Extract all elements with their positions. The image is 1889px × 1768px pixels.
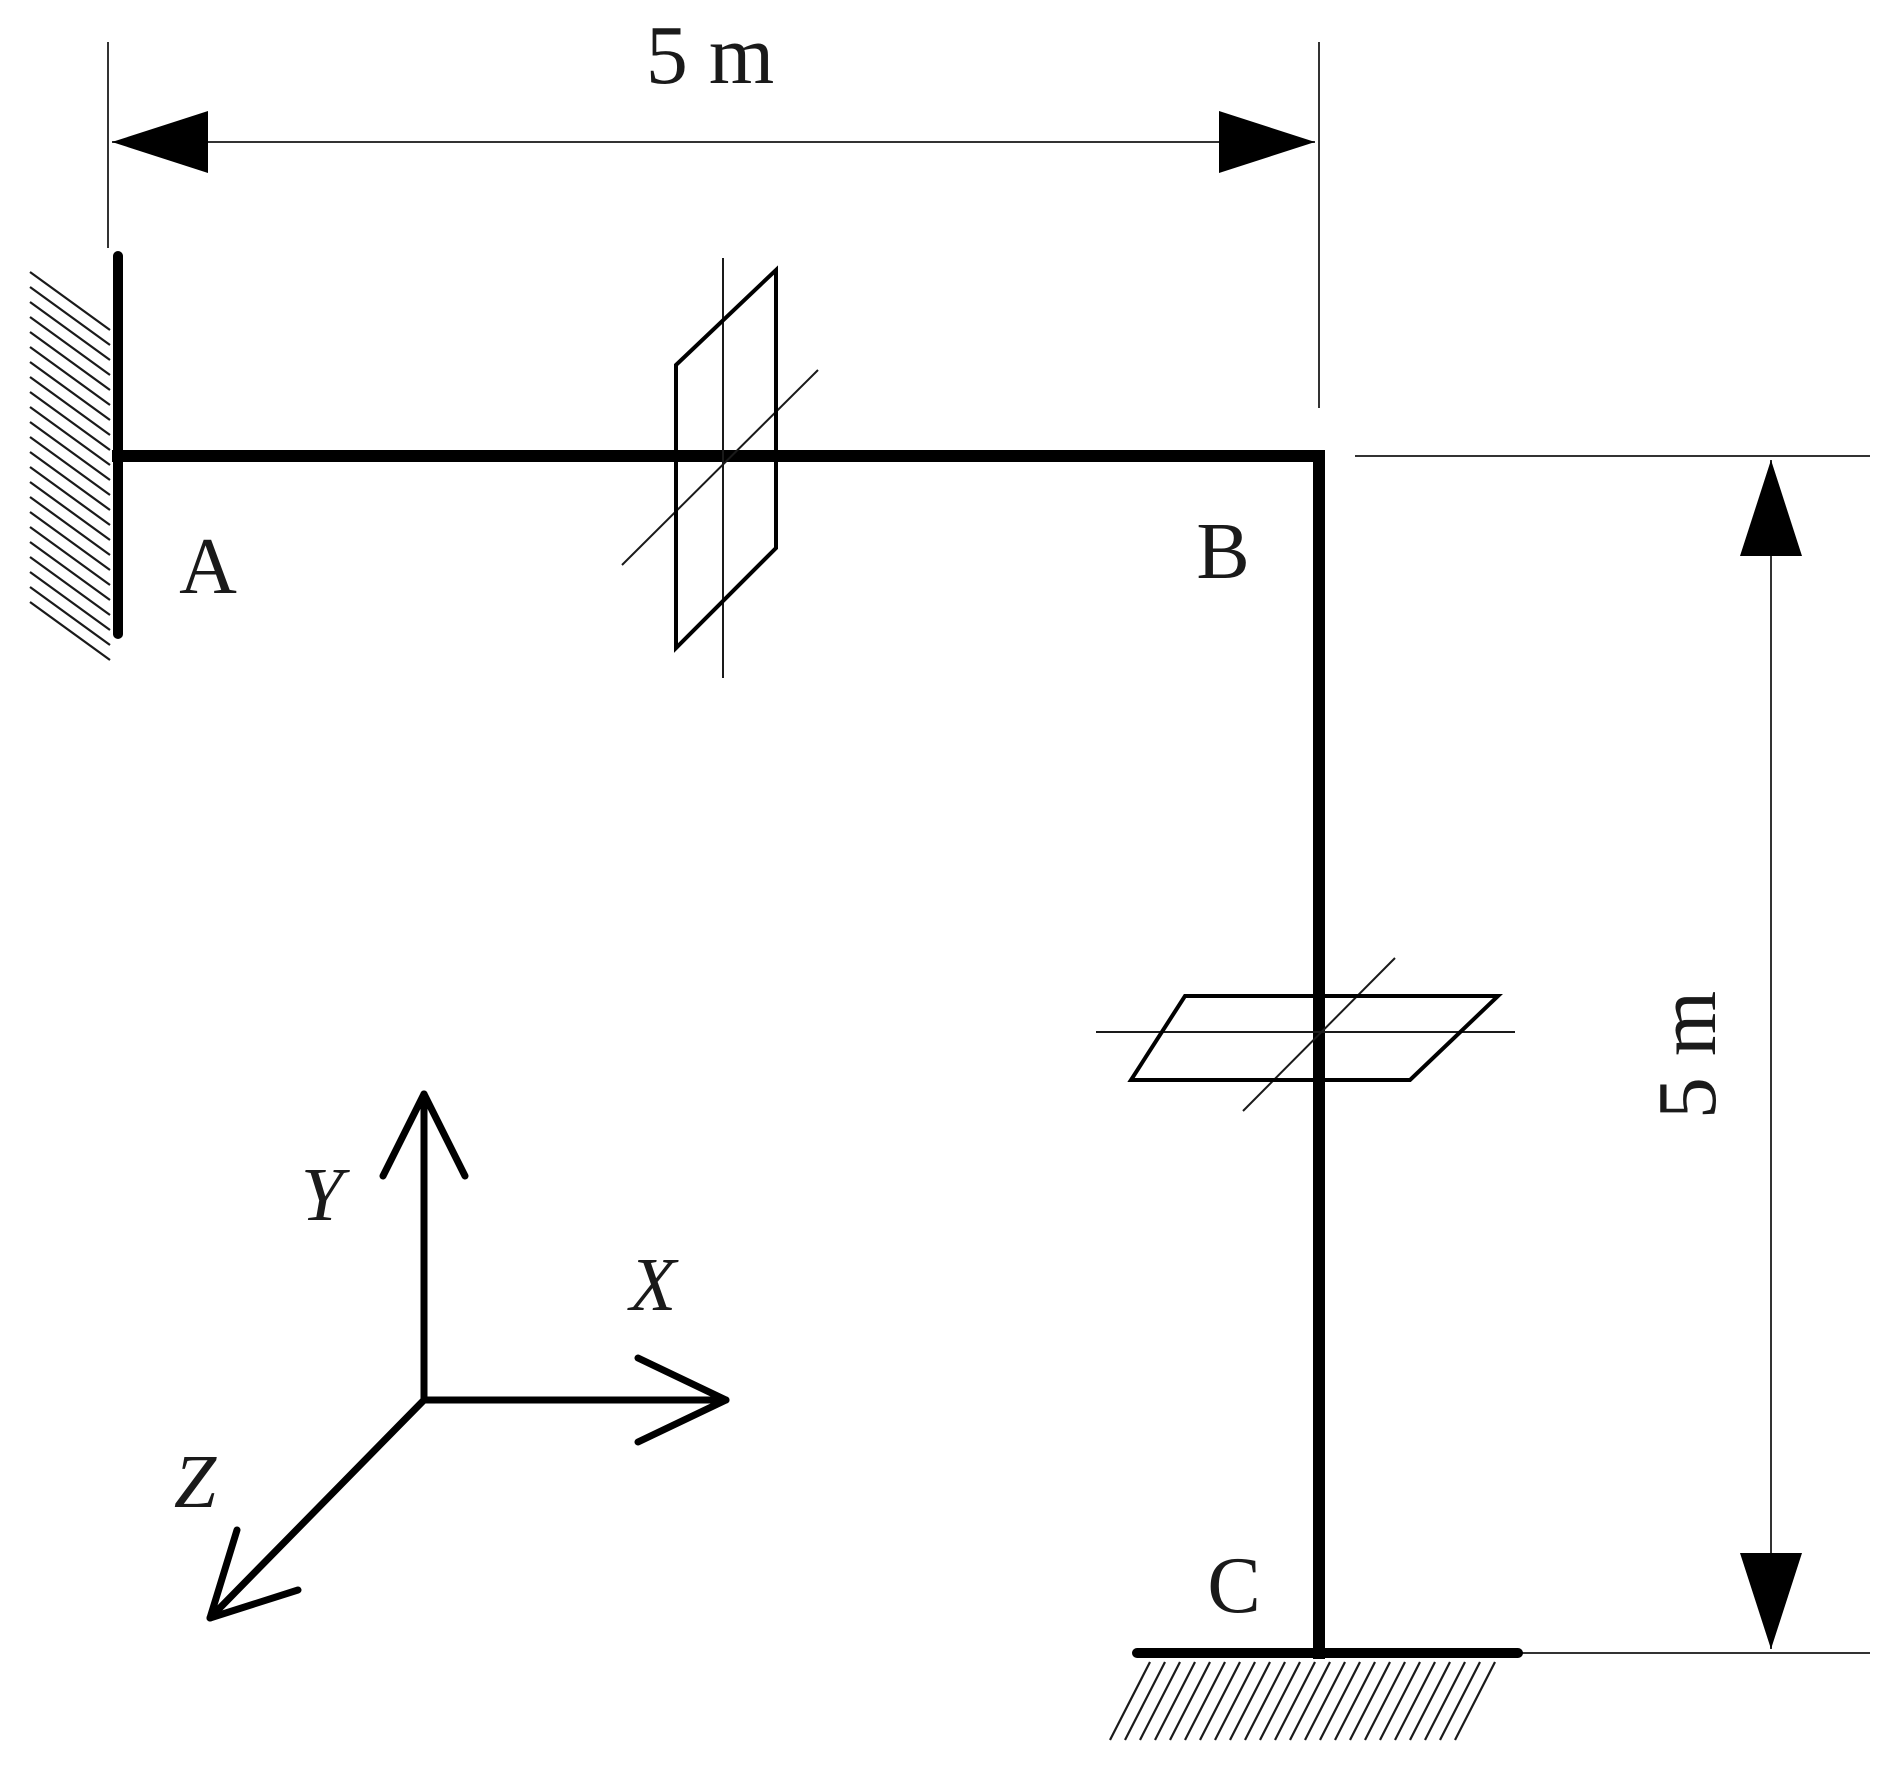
hatch-line [1274,1661,1316,1741]
hatch-line [1334,1661,1376,1741]
section-axis-diagonal-ab [621,369,819,566]
horizontal-dimension: 5 m [107,9,1320,408]
y-axis-arrowhead [379,1090,469,1180]
hatch-line [29,301,111,361]
node-label-b: B [1196,508,1249,596]
section-plane-ab [674,265,778,653]
hatch-line [1289,1661,1331,1741]
hatch-line [29,331,111,391]
hatch-line [1439,1661,1481,1741]
hatch-line [1109,1661,1151,1741]
frame-members [112,450,1325,1659]
hatch-line [29,316,111,376]
hatch-line [1169,1661,1211,1741]
wall-hatch-a [29,271,111,661]
hatch-line [29,466,111,526]
hatch-line [29,586,111,646]
section-axis-diagonal-bc [1242,957,1396,1112]
hatch-line [1199,1661,1241,1741]
hatch-line [29,511,111,571]
hatch-line [29,526,111,586]
hatch-line [1379,1661,1421,1741]
hatch-line [1139,1661,1181,1741]
hatch-line [29,346,111,406]
hatch-line [1364,1661,1406,1741]
fixed-support-a [29,251,123,661]
hatch-line [29,601,111,661]
coordinate-axes: Y X Z [174,1090,730,1622]
hatch-line [1229,1661,1271,1741]
hatch-line [1154,1661,1196,1741]
dimension-arrowhead-bottom [1740,1553,1802,1649]
hatch-line [29,436,111,496]
z-axis-label: Z [174,1440,217,1524]
node-label-c: C [1207,1542,1260,1630]
hatch-line [1394,1661,1436,1741]
hatch-line [1244,1661,1286,1741]
fixed-support-c [1109,1648,1523,1741]
hatch-line [29,481,111,541]
z-axis-arrowhead [206,1526,302,1622]
hatch-line [29,541,111,601]
hatch-line [1304,1661,1346,1741]
hatch-line [29,361,111,421]
dimension-arrowhead-top [1740,460,1802,556]
hatch-line [29,421,111,481]
hatch-line [1454,1661,1496,1741]
dimension-arrowhead-right [1219,111,1315,173]
node-label-a: A [179,523,237,611]
hatch-line [29,391,111,451]
vertical-dimension: 5 m [1355,455,1870,1654]
hatch-line [1184,1661,1226,1741]
vertical-dimension-label: 5 m [1641,991,1734,1119]
section-symbol-ab [621,258,819,678]
x-axis-label: X [627,1243,679,1327]
hatch-line [29,556,111,616]
z-axis-line [206,1396,428,1622]
hatch-line [29,406,111,466]
hatch-line [1319,1661,1361,1741]
y-axis-label: Y [301,1153,351,1237]
hatch-line [29,571,111,631]
hatch-line [1124,1661,1166,1741]
dimension-arrowhead-left [112,111,208,173]
hatch-line [1349,1661,1391,1741]
horizontal-dimension-label: 5 m [646,9,774,102]
hatch-line [1214,1661,1256,1741]
hatch-line [29,496,111,556]
section-plane-bc [1127,994,1503,1082]
hatch-line [1259,1661,1301,1741]
hatch-line [29,451,111,511]
section-symbol-bc [1096,957,1515,1112]
hatch-line [1409,1661,1451,1741]
hatch-line [1424,1661,1466,1741]
ground-hatch-c [1109,1661,1496,1741]
hatch-line [29,376,111,436]
x-axis-arrowhead [634,1354,730,1446]
hatch-line [29,271,111,331]
hatch-line [29,286,111,346]
